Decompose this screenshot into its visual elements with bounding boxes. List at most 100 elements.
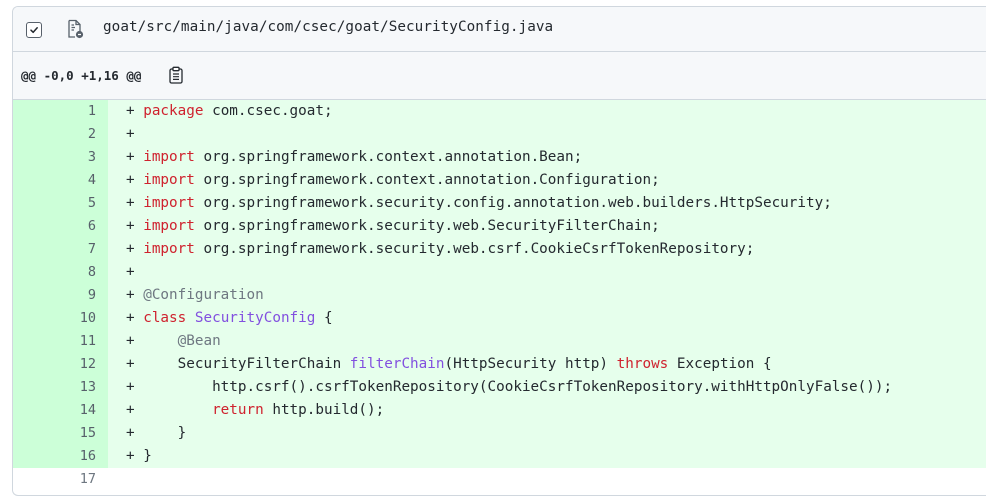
diff-line-context: 17 <box>13 468 986 491</box>
line-number[interactable]: 11 <box>13 330 108 353</box>
line-code: + import org.springframework.security.we… <box>108 215 986 238</box>
line-number[interactable]: 8 <box>13 261 108 284</box>
checkbox-checked-icon <box>30 27 38 34</box>
code-token: Exception { <box>668 356 772 372</box>
line-code: + } <box>108 445 986 468</box>
line-number[interactable]: 1 <box>13 100 108 123</box>
diff-line-added: 5+ import org.springframework.security.c… <box>13 192 986 215</box>
keyword-token: import <box>143 172 195 188</box>
annotation-token: @Configuration <box>143 287 264 303</box>
code-token: + http.csrf().csrfTokenRepository(Cookie… <box>126 379 893 395</box>
keyword-token: class <box>143 310 187 326</box>
code-token: + SecurityFilterChain <box>126 356 350 372</box>
diff-line-added: 14+ return http.build(); <box>13 399 986 422</box>
line-number[interactable]: 15 <box>13 422 108 445</box>
code-token: { <box>315 310 333 326</box>
code-token: + <box>126 195 144 211</box>
keyword-token: import <box>143 195 195 211</box>
hunk-header: @@ -0,0 +1,16 @@ <box>13 52 986 100</box>
diff-line-added: 7+ import org.springframework.security.w… <box>13 238 986 261</box>
code-token: org.springframework.security.config.anno… <box>194 195 832 211</box>
annotation-token: @Bean <box>177 333 221 349</box>
keyword-token: import <box>143 241 195 257</box>
diff-line-added: 10+ class SecurityConfig { <box>13 307 986 330</box>
code-token: + <box>126 103 144 119</box>
line-code <box>108 468 986 491</box>
code-token: + <box>126 402 213 418</box>
code-token: + } <box>126 425 187 441</box>
diff-line-added: 15 + } <box>13 422 986 445</box>
diff-lines: 1+ package com.csec.goat;2+3+ import org… <box>13 100 986 468</box>
file-header: goat/src/main/java/com/csec/goat/Securit… <box>13 7 986 52</box>
line-code: + package com.csec.goat; <box>108 100 986 123</box>
line-code: + import org.springframework.context.ann… <box>108 169 986 192</box>
diff-line-added: 13 + http.csrf().csrfTokenRepository(Cook… <box>13 376 986 399</box>
code-token: org.springframework.security.web.csrf.Co… <box>194 241 755 257</box>
diff-line-added: 12+ SecurityFilterChain filterChain(Http… <box>13 353 986 376</box>
code-token: + <box>126 218 144 234</box>
line-code: + import org.springframework.security.we… <box>108 238 986 261</box>
file-path[interactable]: goat/src/main/java/com/csec/goat/Securit… <box>103 19 554 35</box>
line-number[interactable]: 10 <box>13 307 108 330</box>
line-code: + @Bean <box>108 330 986 353</box>
line-code: + SecurityFilterChain filterChain(HttpSe… <box>108 353 986 376</box>
code-token: + <box>126 172 144 188</box>
code-token: org.springframework.context.annotation.C… <box>194 172 660 188</box>
line-code: + class SecurityConfig { <box>108 307 986 330</box>
line-number[interactable]: 9 <box>13 284 108 307</box>
line-number[interactable]: 13 <box>13 376 108 399</box>
diff-line-added: 11+ @Bean <box>13 330 986 353</box>
clipboard-icon[interactable] <box>168 66 184 84</box>
code-token <box>186 310 195 326</box>
code-token: http.build(); <box>263 402 385 418</box>
line-code: + return http.build(); <box>108 399 986 422</box>
file-diff-icon <box>68 19 84 39</box>
code-token: + <box>126 333 178 349</box>
diff-line-added: 8+ <box>13 261 986 284</box>
diff-line-added: 9+ @Configuration <box>13 284 986 307</box>
keyword-token: import <box>143 149 195 165</box>
line-number[interactable]: 2 <box>13 123 108 146</box>
line-code: + } <box>108 422 986 445</box>
keyword-token: package <box>143 103 204 119</box>
line-code: + import org.springframework.security.co… <box>108 192 986 215</box>
diff-line-added: 6+ import org.springframework.security.w… <box>13 215 986 238</box>
line-code: + http.csrf().csrfTokenRepository(Cookie… <box>108 376 986 399</box>
line-number[interactable]: 17 <box>13 468 108 491</box>
code-token: + <box>126 264 135 280</box>
line-number[interactable]: 6 <box>13 215 108 238</box>
diff-line-added: 3+ import org.springframework.context.an… <box>13 146 986 169</box>
line-number[interactable]: 3 <box>13 146 108 169</box>
identifier-token: filterChain <box>349 356 445 372</box>
diff-line-added: 16 + } <box>13 445 986 468</box>
code-token: + <box>126 241 144 257</box>
line-number[interactable]: 16 <box>13 445 108 468</box>
line-code: + <box>108 123 986 146</box>
code-token: + } <box>126 448 152 464</box>
line-number[interactable]: 5 <box>13 192 108 215</box>
code-token: (HttpSecurity http) <box>444 356 617 372</box>
diff-line-added: 1+ package com.csec.goat; <box>13 100 986 123</box>
code-token: + <box>126 310 144 326</box>
identifier-token: SecurityConfig <box>194 310 316 326</box>
line-code: + <box>108 261 986 284</box>
diff-line-added: 4+ import org.springframework.context.an… <box>13 169 986 192</box>
keyword-token: import <box>143 218 195 234</box>
line-number[interactable]: 14 <box>13 399 108 422</box>
line-number[interactable]: 12 <box>13 353 108 376</box>
code-token: com.csec.goat; <box>203 103 333 119</box>
viewed-checkbox[interactable] <box>26 22 42 38</box>
code-token: org.springframework.security.web.Securit… <box>194 218 660 234</box>
keyword-token: return <box>212 402 264 418</box>
line-code: + import org.springframework.context.ann… <box>108 146 986 169</box>
line-number[interactable]: 4 <box>13 169 108 192</box>
diff-line-added: 2+ <box>13 123 986 146</box>
hunk-range: @@ -0,0 +1,16 @@ <box>21 68 142 83</box>
code-token: + <box>126 149 144 165</box>
keyword-token: throws <box>616 356 669 372</box>
line-number[interactable]: 7 <box>13 238 108 261</box>
diff-file: goat/src/main/java/com/csec/goat/Securit… <box>12 6 986 496</box>
code-token: + <box>126 287 144 303</box>
line-code: + @Configuration <box>108 284 986 307</box>
code-token: org.springframework.context.annotation.B… <box>194 149 583 165</box>
